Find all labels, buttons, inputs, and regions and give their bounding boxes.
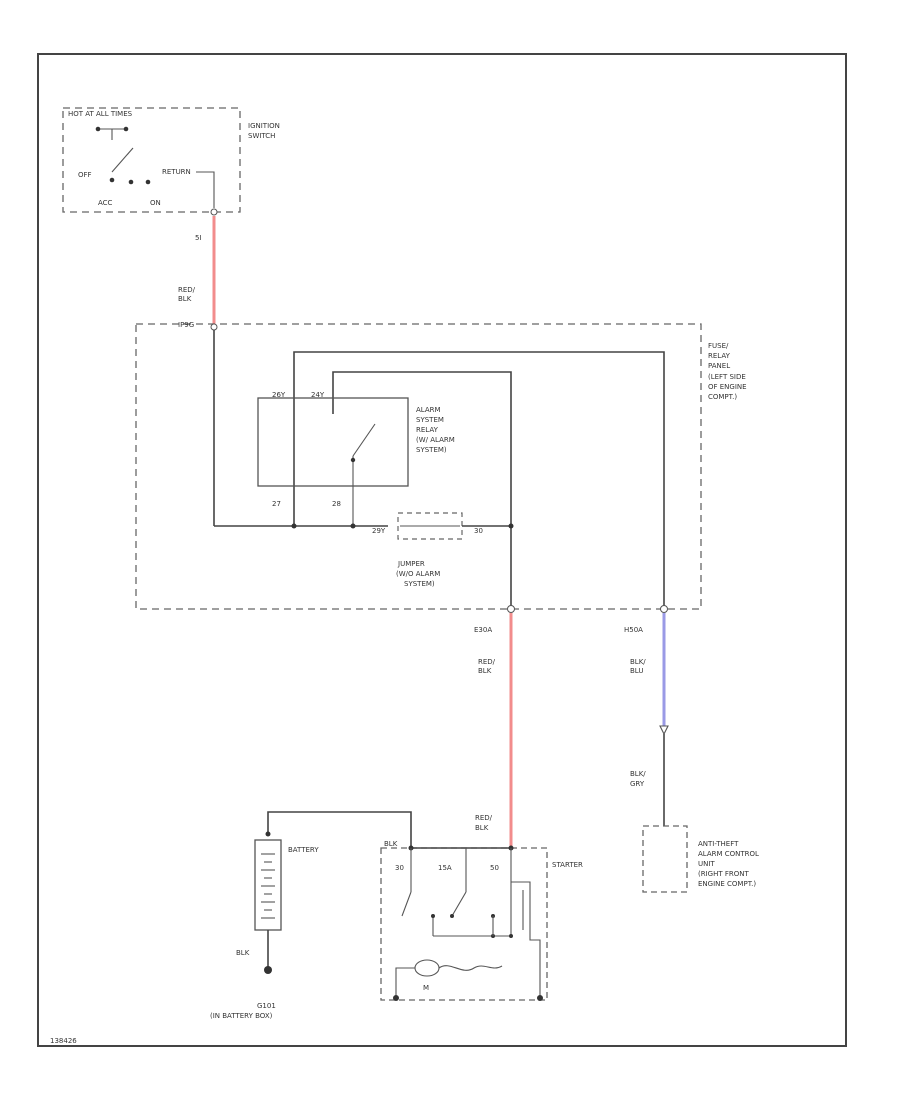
- jumper-pin-left: 29Y: [372, 527, 386, 535]
- jumper-pin-right: 30: [474, 527, 483, 535]
- starter-label: STARTER: [552, 861, 583, 869]
- fuse-relay-panel-label-4: (LEFT SIDE: [708, 373, 746, 381]
- ground-wire-label: BLK: [236, 949, 250, 957]
- battery: BATTERY BLK G101 (IN BATTERY BOX): [210, 811, 412, 1020]
- fuse-relay-panel-label-2: RELAY: [708, 352, 731, 360]
- starter-pin-3: 50: [490, 864, 499, 872]
- wire-mid-color-1: RED/: [478, 658, 496, 666]
- antitheft-label-5: ENGINE COMPT.): [698, 880, 756, 888]
- alarm-relay-label-2: SYSTEM: [416, 416, 444, 424]
- ground-label-1: G101: [257, 1002, 276, 1010]
- wire-right-color-top-2: BLU: [630, 667, 643, 675]
- jumper-label-3: SYSTEM): [404, 580, 435, 588]
- antitheft-label-2: ALARM CONTROL: [698, 850, 759, 858]
- wire-right-color-bottom-2: GRY: [630, 780, 645, 788]
- connector-right-label: H50A: [624, 626, 643, 634]
- connector-right-pin: [660, 605, 668, 613]
- ignition-switch-label-1: IGNITION: [248, 122, 280, 130]
- starter-box: [380, 847, 548, 1001]
- battery-label: BATTERY: [288, 846, 319, 854]
- switch-on-label: ON: [150, 199, 161, 207]
- figure-code: 138426: [50, 1037, 77, 1045]
- switch-off-label: OFF: [78, 171, 92, 179]
- alarm-relay-box: [257, 397, 409, 487]
- alarm-relay-label-1: ALARM: [416, 406, 441, 414]
- starter-wire-color-2: BLK: [475, 824, 489, 832]
- wire-right-color-top-1: BLK/: [630, 658, 646, 666]
- alarm-relay-label-3: RELAY: [416, 426, 439, 434]
- switch-return-label: RETURN: [162, 168, 191, 176]
- antitheft-label-1: ANTI-THEFT: [698, 840, 739, 848]
- wire-top-color-1: RED/: [178, 286, 196, 294]
- jumper-label-1: JUMPER: [397, 560, 425, 568]
- fuse-relay-panel-label-3: PANEL: [708, 362, 730, 370]
- connector-mid-label: E30A: [474, 626, 492, 634]
- alarm-relay-label-4: (W/ ALARM: [416, 436, 455, 444]
- wire-right-color-bottom-1: BLK/: [630, 770, 646, 778]
- relay-bottom-right: 28: [332, 500, 341, 508]
- wire-top-number: 5I: [195, 234, 202, 242]
- fuse-relay-panel-label-6: COMPT.): [708, 393, 737, 401]
- antitheft-label-4: (RIGHT FRONT: [698, 870, 749, 878]
- relay-pin-right: 24Y: [311, 391, 325, 399]
- connector-mid-pin: [507, 605, 515, 613]
- alarm-relay-label-5: SYSTEM): [416, 446, 447, 454]
- relay-panel-entry-label: IP9G: [178, 321, 194, 329]
- starter-pin-2: 15A: [438, 864, 452, 872]
- wire-top-color-2: BLK: [178, 295, 192, 303]
- switch-box-header: HOT AT ALL TIMES: [68, 110, 133, 118]
- antitheft-label-3: UNIT: [698, 860, 715, 868]
- ground-point: [264, 966, 272, 974]
- motor-label: M: [423, 984, 429, 992]
- fuse-relay-panel-label-5: OF ENGINE: [708, 383, 747, 391]
- diagram-border: [37, 53, 847, 1047]
- antitheft-control-unit: ANTI-THEFT ALARM CONTROL UNIT (RIGHT FRO…: [642, 825, 759, 893]
- switch-acc-label: ACC: [98, 199, 113, 207]
- starter-pin-1: 30: [395, 864, 404, 872]
- relay-pin-left: 26Y: [272, 391, 286, 399]
- jumper-label-2: (W/O ALARM: [396, 570, 440, 578]
- fuse-relay-panel-dashed-box: [135, 323, 702, 610]
- ignition-switch: HOT AT ALL TIMES OFF RETURN ACC ON IGNIT…: [62, 107, 280, 216]
- ignition-switch-label-2: SWITCH: [248, 132, 275, 140]
- ignition-switch-pin: [210, 208, 218, 216]
- ground-label-2: (IN BATTERY BOX): [210, 1012, 273, 1020]
- fuse-relay-panel-label-1: FUSE/: [708, 342, 729, 350]
- starter-wire-color-1: RED/: [475, 814, 493, 822]
- starter: RED/ BLK BLK 30 15A 50 STARTER M: [380, 814, 583, 1001]
- antitheft-unit-box: [642, 825, 688, 893]
- wire-mid-color-2: BLK: [478, 667, 492, 675]
- ignition-switch-dashed-box: [62, 107, 241, 213]
- starter-blk-label: BLK: [384, 840, 398, 848]
- fuse-relay-panel: IP9G FUSE/ RELAY PANEL (LEFT SIDE OF ENG…: [135, 321, 747, 613]
- relay-bottom-left: 27: [272, 500, 281, 508]
